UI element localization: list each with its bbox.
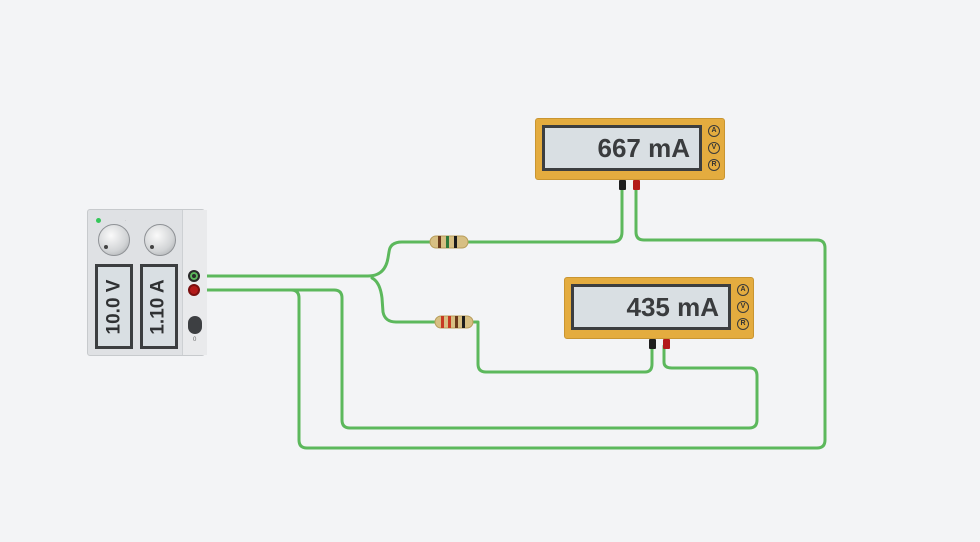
wire: [193, 288, 759, 430]
negative-probe[interactable]: [649, 339, 656, 349]
negative-probe[interactable]: [619, 180, 626, 190]
resistor[interactable]: [429, 235, 469, 249]
voltmeter-mode-button[interactable]: V: [708, 142, 720, 154]
psu-terminal-panel: 0: [182, 210, 207, 355]
power-supply[interactable]: · 10.0 V 1.10 A 0: [87, 209, 207, 356]
resistor-band: [455, 316, 458, 328]
voltage-readout: 10.0 V: [103, 279, 124, 334]
resistor-band: [454, 236, 457, 248]
ohmmeter-mode-button[interactable]: R: [737, 318, 749, 330]
meter-reading: 667 mA: [597, 132, 691, 163]
power-switch[interactable]: [188, 316, 202, 334]
voltmeter-mode-button[interactable]: V: [737, 301, 749, 313]
multimeter[interactable]: 435 mA A V R: [564, 277, 754, 349]
meter-display: 667 mA: [542, 125, 702, 171]
voltage-knob[interactable]: [98, 224, 130, 256]
negative-terminal[interactable]: [188, 270, 200, 282]
current-knob[interactable]: [144, 224, 176, 256]
meter-reading: 435 mA: [626, 291, 720, 322]
multimeter[interactable]: 667 mA A V R: [535, 118, 725, 190]
resistor-band: [441, 316, 444, 328]
psu-marking: ·: [125, 218, 127, 223]
resistor-band: [448, 316, 451, 328]
power-led: [96, 218, 101, 223]
wire: [193, 240, 434, 278]
positive-terminal[interactable]: [188, 284, 200, 296]
wire: [464, 186, 624, 244]
resistor-band: [438, 236, 441, 248]
wire: [289, 186, 827, 450]
ammeter-mode-button[interactable]: A: [708, 125, 720, 137]
power-switch-label: 0: [193, 337, 197, 343]
wire: [472, 320, 654, 374]
wire: [370, 276, 439, 324]
resistor-band: [462, 316, 465, 328]
positive-probe[interactable]: [663, 339, 670, 349]
ammeter-mode-button[interactable]: A: [737, 284, 749, 296]
current-display: 1.10 A: [140, 264, 178, 349]
meter-display: 435 mA: [571, 284, 731, 330]
voltage-display: 10.0 V: [95, 264, 133, 349]
resistor[interactable]: [434, 315, 474, 329]
current-readout: 1.10 A: [148, 278, 169, 335]
ohmmeter-mode-button[interactable]: R: [708, 159, 720, 171]
resistor-band: [446, 236, 449, 248]
positive-probe[interactable]: [633, 180, 640, 190]
